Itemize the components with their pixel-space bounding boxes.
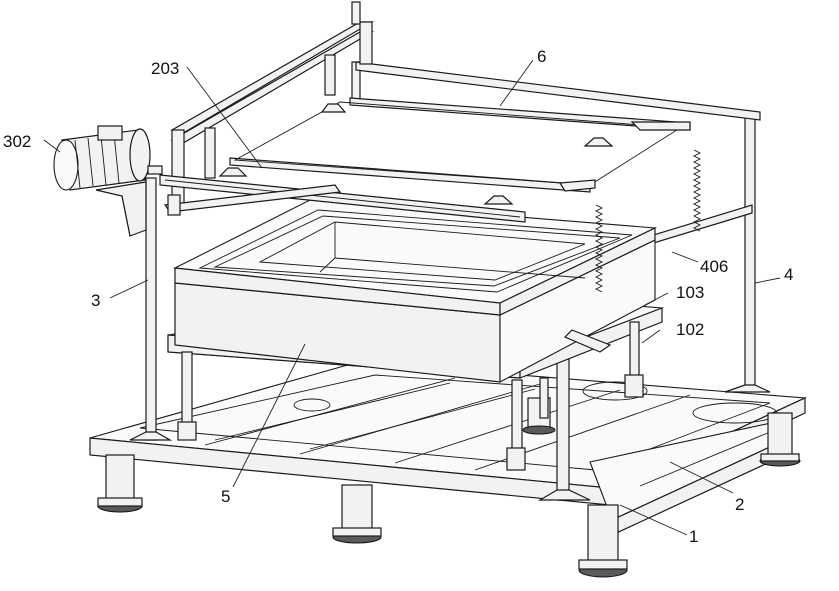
screw-rods: [594, 149, 702, 293]
label-302: 302: [3, 132, 31, 151]
part-labels: 1 2 3 4 5 6 102 103 203 302 406: [3, 47, 793, 546]
mold-box: [167, 199, 665, 383]
press-plate: [218, 97, 691, 205]
label-1: 1: [689, 527, 698, 546]
label-203: 203: [151, 59, 179, 78]
label-2: 2: [735, 495, 744, 514]
support-feet: [97, 397, 801, 578]
label-3: 3: [91, 291, 100, 310]
label-406: 406: [700, 257, 728, 276]
leader-lines: [43, 59, 781, 536]
label-5: 5: [221, 487, 230, 506]
label-6: 6: [537, 47, 546, 66]
label-102: 102: [676, 320, 704, 339]
label-103: 103: [676, 283, 704, 302]
label-4: 4: [784, 265, 793, 284]
base-frame: [89, 361, 808, 536]
motor: [53, 125, 163, 237]
lift-cylinders: [177, 321, 644, 471]
